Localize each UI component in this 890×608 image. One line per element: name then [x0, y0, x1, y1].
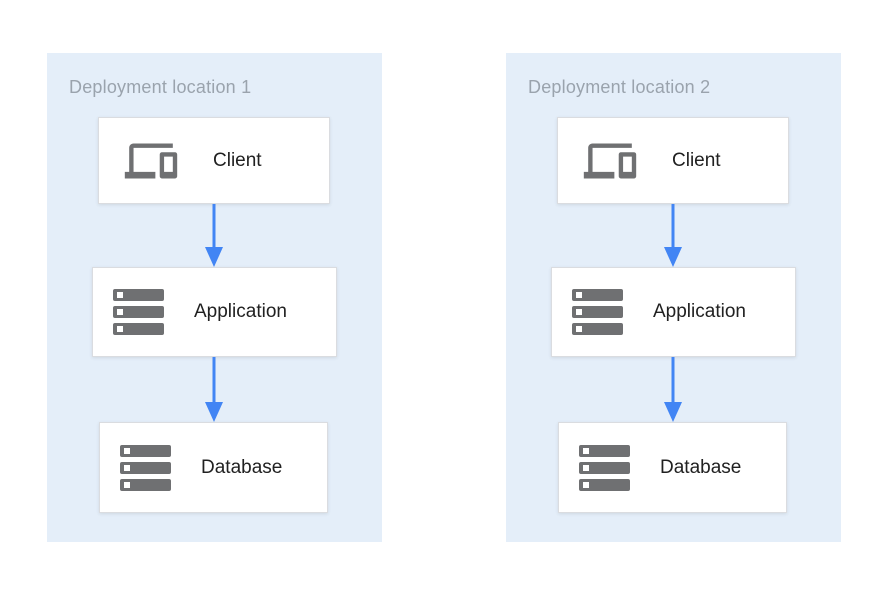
storage-icon — [572, 289, 623, 335]
arrow-application-to-database-icon — [664, 357, 682, 422]
node-client: Client — [98, 117, 330, 204]
panel-title: Deployment location 2 — [528, 77, 711, 97]
node-client: Client — [557, 117, 789, 204]
arrow-client-to-application-icon — [205, 204, 223, 267]
node-database: Database — [99, 422, 328, 513]
deployment-location-2-panel: Deployment location 2 Client — [506, 53, 841, 542]
node-application: Application — [551, 267, 796, 357]
node-label: Database — [201, 456, 283, 478]
arrow-client-to-application-icon — [664, 204, 682, 267]
deployment-location-1-panel: Deployment location 1 Client — [47, 53, 382, 542]
arrow-application-to-database-icon — [205, 357, 223, 422]
storage-icon — [113, 289, 164, 335]
storage-icon — [579, 444, 630, 491]
node-label: Client — [672, 149, 721, 171]
node-label: Application — [653, 301, 746, 322]
devices-icon — [578, 137, 642, 185]
node-label: Application — [194, 301, 287, 322]
node-label: Database — [660, 456, 742, 478]
devices-icon — [119, 137, 183, 185]
node-label: Client — [213, 149, 262, 171]
node-database: Database — [558, 422, 787, 513]
node-application: Application — [92, 267, 337, 357]
storage-icon — [120, 444, 171, 491]
panel-title: Deployment location 1 — [69, 77, 252, 97]
